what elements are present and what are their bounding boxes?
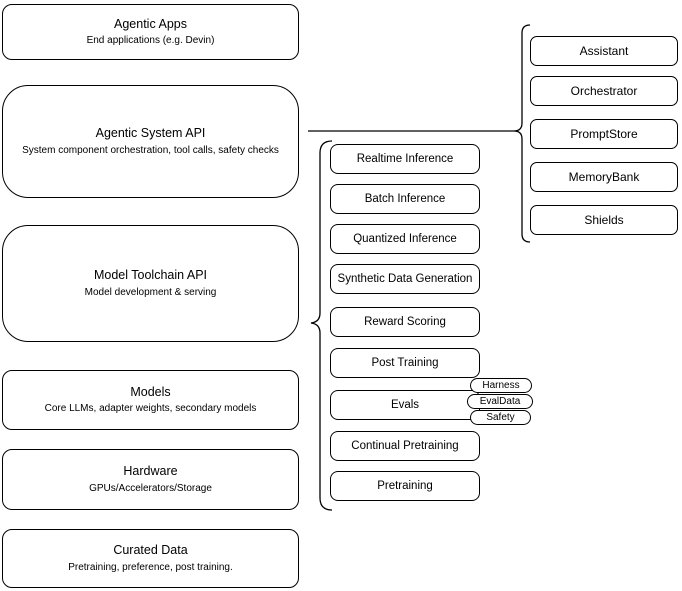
node-subtitle: System component orchestration, tool cal…	[22, 144, 279, 156]
node-label: Continual Pretraining	[351, 440, 459, 452]
pill-label: Safety	[486, 412, 515, 423]
node-label: Assistant	[579, 44, 629, 58]
node-realtime-inference: Realtime Inference	[330, 144, 480, 174]
system-group-brace	[513, 24, 531, 243]
node-title: Curated Data	[113, 543, 188, 558]
node-models: Models Core LLMs, adapter weights, secon…	[2, 370, 299, 430]
node-agentic-apps: Agentic Apps End applications (e.g. Devi…	[2, 4, 299, 60]
node-label: Evals	[390, 399, 420, 411]
node-evals-tag-evaldata: EvalData	[467, 394, 533, 409]
pill-label: Harness	[482, 380, 520, 391]
node-evals-tag-harness: Harness	[470, 378, 532, 393]
node-assistant: Assistant	[530, 36, 678, 66]
node-label: Pretraining	[377, 480, 433, 492]
node-orchestrator: Orchestrator	[530, 76, 678, 106]
node-shields: Shields	[530, 205, 678, 235]
node-subtitle: Pretraining, preference, post training.	[68, 561, 233, 573]
node-title: Agentic Apps	[114, 16, 187, 31]
node-memorybank: MemoryBank	[530, 162, 678, 192]
node-post-training: Post Training	[330, 348, 480, 378]
node-label: Reward Scoring	[364, 316, 446, 328]
node-promptstore: PromptStore	[530, 119, 678, 149]
node-synthetic-data-generation: Synthetic Data Generation	[330, 264, 480, 294]
node-label: Batch Inference	[364, 193, 446, 205]
node-subtitle: Core LLMs, adapter weights, secondary mo…	[44, 403, 257, 415]
node-label: Quantized Inference	[353, 233, 457, 245]
node-subtitle: End applications (e.g. Devin)	[86, 35, 215, 47]
node-curated-data: Curated Data Pretraining, preference, po…	[2, 529, 299, 588]
node-title: Model Toolchain API	[93, 268, 208, 283]
node-title: Hardware	[123, 464, 178, 479]
node-batch-inference: Batch Inference	[330, 184, 480, 214]
node-label: Shields	[584, 213, 624, 227]
node-subtitle: GPUs/Accelerators/Storage	[89, 482, 212, 494]
node-model-toolchain-api: Model Toolchain API Model development & …	[2, 225, 299, 342]
node-pretraining: Pretraining	[330, 471, 480, 501]
node-quantized-inference: Quantized Inference	[330, 224, 480, 254]
node-subtitle: Model development & serving	[84, 286, 217, 298]
node-reward-scoring: Reward Scoring	[330, 307, 480, 337]
node-label: Synthetic Data Generation	[337, 273, 473, 285]
pill-label: EvalData	[479, 396, 521, 407]
node-agentic-system-api: Agentic System API System component orch…	[2, 85, 299, 198]
toolchain-group-brace	[310, 140, 333, 511]
node-label: MemoryBank	[568, 170, 640, 184]
node-evals-tag-safety: Safety	[470, 410, 531, 425]
node-title: Models	[130, 384, 171, 399]
node-evals: Evals	[330, 390, 480, 420]
node-title: Agentic System API	[95, 126, 206, 141]
node-label: Realtime Inference	[356, 153, 454, 165]
node-label: Post Training	[371, 357, 439, 369]
node-hardware: Hardware GPUs/Accelerators/Storage	[2, 449, 299, 510]
node-label: PromptStore	[570, 127, 638, 141]
node-continual-pretraining: Continual Pretraining	[330, 431, 480, 461]
node-label: Orchestrator	[570, 84, 638, 98]
